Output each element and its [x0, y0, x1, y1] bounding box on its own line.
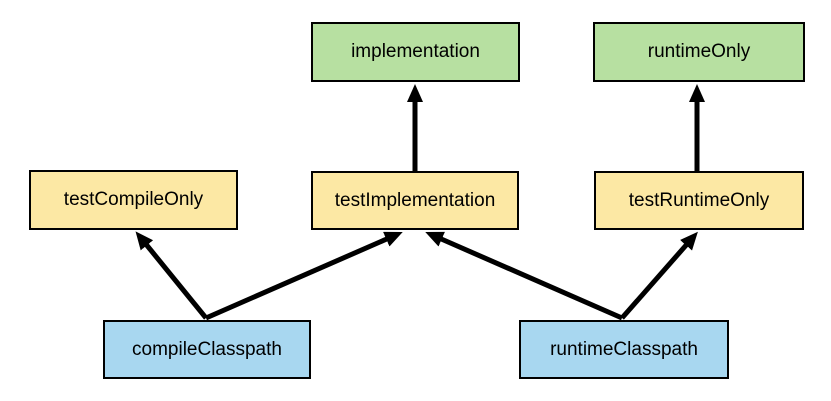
node-runtimeClasspath-label: runtimeClasspath: [550, 338, 698, 360]
node-compileClasspath: compileClasspath: [103, 320, 311, 379]
arrow-runtimeClasspath-to-testRuntimeOnly: [620, 231, 698, 320]
arrow-runtimeClasspath-to-testImplementation: [425, 231, 624, 321]
node-runtimeOnly: runtimeOnly: [593, 22, 805, 82]
node-testImplementation-label: testImplementation: [334, 189, 496, 211]
node-testImplementation: testImplementation: [311, 171, 519, 230]
node-compileClasspath-label: compileClasspath: [132, 338, 282, 360]
node-runtimeOnly-label: runtimeOnly: [647, 41, 751, 62]
node-implementation-label: implementation: [351, 41, 480, 62]
node-testCompileOnly: testCompileOnly: [29, 170, 238, 230]
node-testRuntimeOnly-label: testRuntimeOnly: [628, 189, 770, 211]
node-runtimeClasspath: runtimeClasspath: [519, 320, 729, 379]
arrow-compileClasspath-to-testCompileOnly: [135, 231, 208, 320]
arrow-compileClasspath-to-testImplementation: [204, 231, 403, 321]
node-implementation: implementation: [311, 22, 520, 82]
node-testCompileOnly-label: testCompileOnly: [63, 189, 204, 210]
node-testRuntimeOnly: testRuntimeOnly: [594, 171, 804, 230]
